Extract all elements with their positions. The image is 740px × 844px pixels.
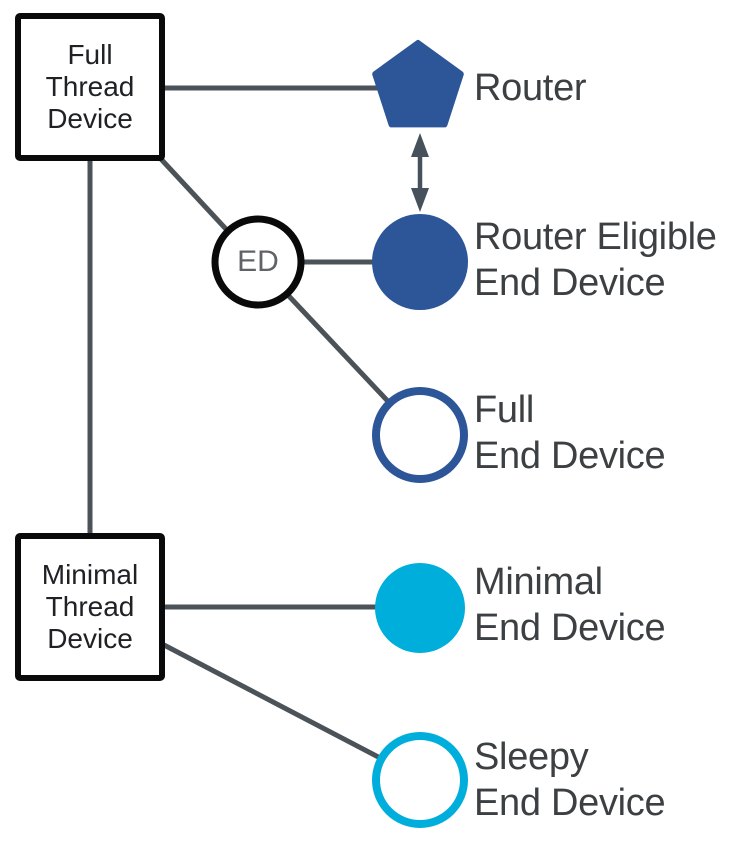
router-pentagon-icon xyxy=(372,40,464,128)
full-thread-device-line2: Thread xyxy=(45,71,135,102)
minimal-thread-device-line2: Thread xyxy=(45,591,135,622)
full-thread-device-line3: Device xyxy=(47,103,133,134)
minimal-end-device-label: Minimal End Device xyxy=(474,559,666,651)
med-label-line2: End Device xyxy=(474,607,666,649)
minimal-thread-device-line1: Minimal xyxy=(41,559,139,590)
edge-mtd-sed xyxy=(162,642,388,764)
sleepy-end-device-label: Sleepy End Device xyxy=(474,734,666,826)
minimal-end-device-icon xyxy=(375,563,465,653)
full-thread-device-box: Full Thread Device xyxy=(15,13,165,161)
fed-label-line1: Full xyxy=(474,389,535,431)
sleepy-end-device-icon xyxy=(372,732,468,828)
full-end-device-icon xyxy=(372,387,468,483)
sed-label-line2: End Device xyxy=(474,782,666,824)
fed-label-line2: End Device xyxy=(474,435,666,477)
router-label: Router xyxy=(474,65,587,111)
reed-label-line1: Router Eligible xyxy=(474,216,717,258)
ed-circle-icon xyxy=(211,215,305,309)
med-label-line1: Minimal xyxy=(474,561,603,603)
edge-ftd-ed xyxy=(158,156,240,244)
ed-circle-label: ED xyxy=(237,245,279,278)
minimal-thread-device-line3: Device xyxy=(47,623,133,654)
bidirectional-arrow-icon xyxy=(411,133,429,212)
full-end-device-label: Full End Device xyxy=(474,387,666,479)
sed-label-line1: Sleepy xyxy=(474,736,589,778)
edge-ed-fed xyxy=(284,291,400,414)
full-thread-device-line1: Full xyxy=(67,39,113,70)
minimal-thread-device-box: Minimal Thread Device xyxy=(15,533,165,681)
router-label-text: Router xyxy=(474,67,587,109)
router-eligible-end-device-icon xyxy=(372,214,468,310)
reed-label-line2: End Device xyxy=(474,262,666,304)
router-eligible-end-device-label: Router Eligible End Device xyxy=(474,214,717,306)
